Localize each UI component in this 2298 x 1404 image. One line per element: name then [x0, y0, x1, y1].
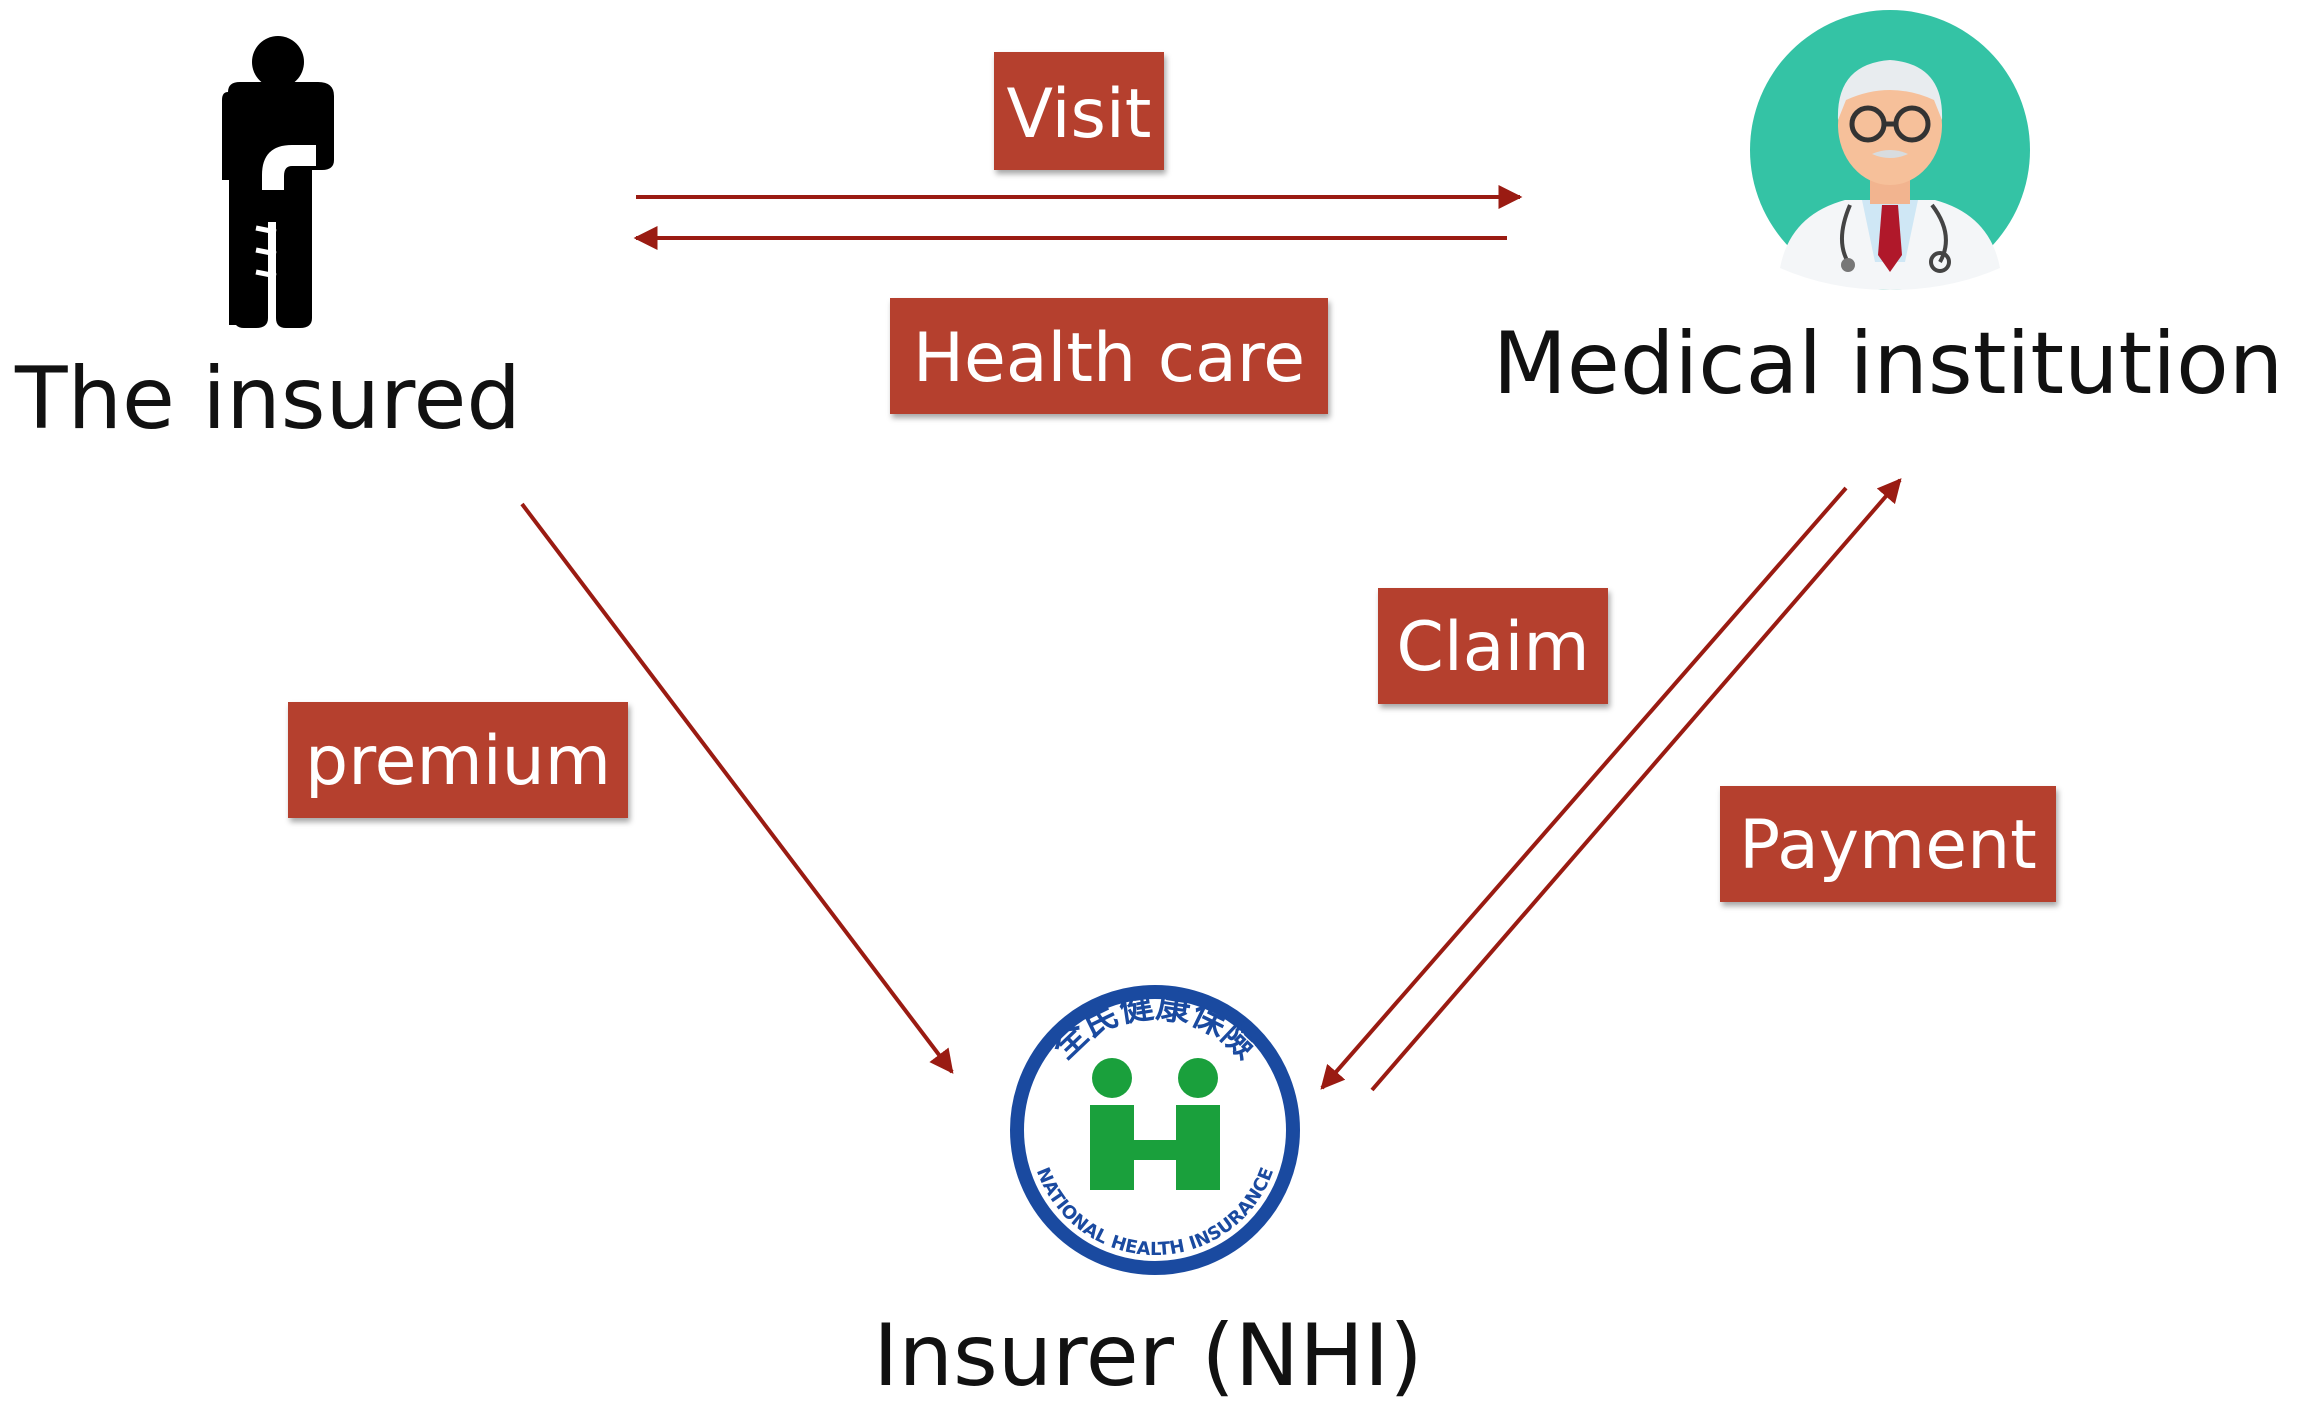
premium-arrow — [520, 502, 954, 1074]
person-on-crutch-icon — [222, 36, 334, 328]
nhi-logo-seal: 全民健康保險 NATIONAL HEALTH INSURANCE — [1010, 985, 1300, 1275]
visit-label-box: Visit — [994, 52, 1164, 170]
premium-label-box: premium — [288, 702, 628, 818]
health-care-label-box: Health care — [890, 298, 1328, 414]
health-care-label: Health care — [913, 319, 1305, 398]
payment-label-box: Payment — [1720, 786, 2056, 902]
doctor-avatar-icon — [1750, 10, 2030, 290]
payment-label: Payment — [1739, 806, 2037, 885]
medical-institution-label: Medical institution — [1493, 314, 2284, 414]
premium-label: premium — [305, 722, 611, 801]
claim-label-box: Claim — [1378, 588, 1608, 704]
insurer-label: Insurer (NHI) — [873, 1306, 1423, 1404]
payment-arrow — [1370, 478, 1902, 1092]
visit-label: Visit — [1007, 75, 1152, 154]
insured-label: The insured — [14, 349, 521, 449]
claim-label: Claim — [1396, 608, 1589, 687]
claim-arrow — [1320, 486, 1848, 1090]
